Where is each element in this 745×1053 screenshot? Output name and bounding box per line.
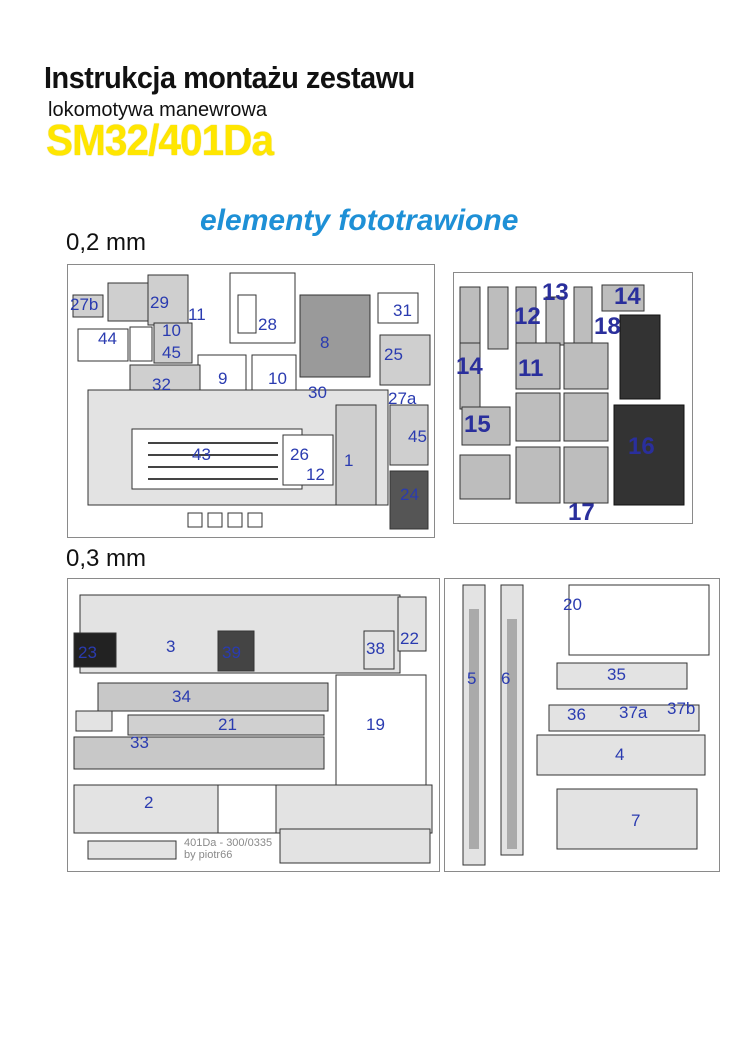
part-label: 10 bbox=[162, 321, 181, 340]
fret-panel-1: 27b 29 11 28 31 10 44 45 8 25 9 10 32 30… bbox=[67, 264, 435, 538]
part-label: 21 bbox=[218, 715, 237, 734]
thickness-label-thin: 0,2 mm bbox=[66, 229, 147, 256]
part-label: 6 bbox=[501, 669, 511, 688]
part-label: 11 bbox=[518, 355, 544, 382]
part-label: 16 bbox=[628, 433, 655, 460]
part-label: 10 bbox=[268, 369, 287, 388]
part-label: 17 bbox=[568, 499, 595, 524]
part-label: 23 bbox=[78, 643, 97, 662]
section-title: elementy fototrawione bbox=[200, 204, 519, 237]
part-label: 31 bbox=[393, 301, 412, 320]
part-label: 18 bbox=[594, 313, 621, 340]
part-label: 26 bbox=[290, 445, 309, 464]
thickness-label-thick: 0,3 mm bbox=[66, 545, 147, 572]
part-label: 30 bbox=[308, 383, 327, 402]
part-label: 43 bbox=[192, 445, 211, 464]
fret-panel-2: 13 14 12 18 14 11 15 16 17 bbox=[453, 272, 693, 524]
part-label: 2 bbox=[144, 793, 154, 812]
part-label: 45 bbox=[408, 427, 427, 446]
part-label: 25 bbox=[384, 345, 403, 364]
fret-drawing-4 bbox=[462, 584, 710, 866]
part-label: 33 bbox=[130, 733, 149, 752]
part-label: 27b bbox=[70, 295, 99, 314]
fret-drawing-3 bbox=[73, 594, 433, 864]
fret-panel-3: 23 3 39 38 22 34 21 19 33 2 401Da - 300/… bbox=[67, 578, 440, 872]
part-label: 34 bbox=[172, 687, 191, 706]
part-label: 12 bbox=[306, 465, 325, 484]
part-label: 37b bbox=[667, 699, 696, 718]
part-label: 14 bbox=[456, 353, 483, 380]
part-label: 24 bbox=[400, 485, 419, 504]
part-label: 45 bbox=[162, 343, 181, 362]
part-label: 28 bbox=[258, 315, 277, 334]
part-label: 36 bbox=[567, 705, 586, 724]
part-label: 20 bbox=[563, 595, 582, 614]
instruction-subtitle: lokomotywa manewrowa bbox=[48, 99, 267, 121]
part-label: 11 bbox=[188, 305, 206, 324]
part-label: 22 bbox=[400, 629, 419, 648]
part-label: 1 bbox=[344, 451, 354, 470]
part-label: 27a bbox=[388, 389, 417, 408]
credit-line: 401Da - 300/0335 bbox=[184, 837, 273, 849]
part-label: 32 bbox=[152, 375, 171, 394]
fret-drawing-1 bbox=[72, 272, 431, 530]
part-label: 3 bbox=[166, 637, 176, 656]
part-label: 13 bbox=[542, 279, 569, 306]
part-label: 38 bbox=[366, 639, 385, 658]
instruction-title: Instrukcja montażu zestawu bbox=[44, 60, 415, 95]
credit-line: by piotr66 bbox=[184, 849, 233, 861]
part-label: 12 bbox=[514, 303, 541, 330]
part-label: 8 bbox=[320, 333, 330, 352]
part-label: 9 bbox=[218, 369, 228, 388]
part-label: 15 bbox=[464, 411, 491, 438]
part-label: 14 bbox=[614, 283, 641, 310]
part-label: 19 bbox=[366, 715, 385, 734]
fret-drawing-2 bbox=[459, 284, 685, 506]
credit-text: 401Da - 300/0335 by piotr66 bbox=[184, 837, 272, 861]
fret-panel-4: 20 5 6 35 36 37a 37b 4 7 bbox=[444, 578, 720, 872]
part-label: 4 bbox=[615, 745, 625, 764]
model-name: SM32/401Da bbox=[46, 116, 274, 165]
part-label: 44 bbox=[98, 329, 117, 348]
part-label: 39 bbox=[222, 643, 241, 662]
part-label: 35 bbox=[607, 665, 626, 684]
part-label: 37a bbox=[619, 703, 648, 722]
part-label: 29 bbox=[150, 293, 169, 312]
part-label: 7 bbox=[631, 811, 641, 830]
part-label: 5 bbox=[467, 669, 477, 688]
